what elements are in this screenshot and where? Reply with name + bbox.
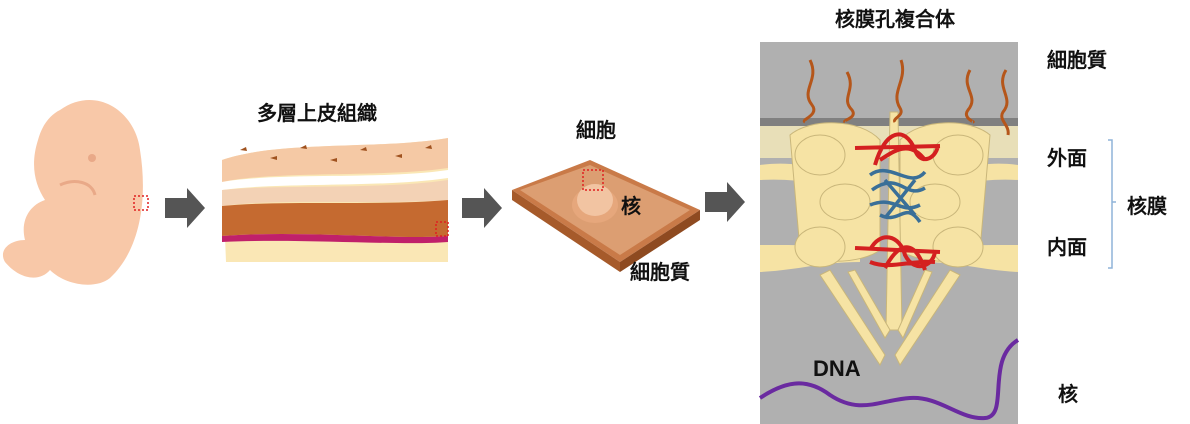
- envelope-bracket: [1108, 139, 1116, 269]
- arrow-icon: [165, 188, 205, 228]
- dna-strand: [758, 338, 1020, 421]
- inner-face-label: 内面: [1047, 235, 1087, 259]
- arrow-icon: [462, 188, 502, 228]
- arrow-icon: [705, 182, 745, 222]
- nuclear-pore-complex-illustration: [758, 42, 1020, 424]
- dna-label: DNA: [813, 356, 861, 381]
- npc-title: 核膜孔複合体: [835, 7, 955, 31]
- cell-cytoplasm-label: 細胞質: [630, 260, 690, 284]
- nuclear-envelope-label: 核膜: [1127, 194, 1167, 218]
- highlight-box: [133, 195, 149, 211]
- tissue-label: 多層上皮組織: [257, 101, 377, 125]
- npc-cytoplasm-label: 細胞質: [1047, 48, 1107, 72]
- cell-label: 細胞: [576, 118, 616, 142]
- cell-nucleus-label: 核: [621, 194, 641, 218]
- epithelium-illustration: [222, 138, 449, 262]
- embryo-illustration: [2, 99, 149, 285]
- nucleus-label: 核: [1058, 382, 1078, 406]
- outer-face-label: 外面: [1047, 146, 1087, 170]
- cell-illustration: [512, 160, 700, 272]
